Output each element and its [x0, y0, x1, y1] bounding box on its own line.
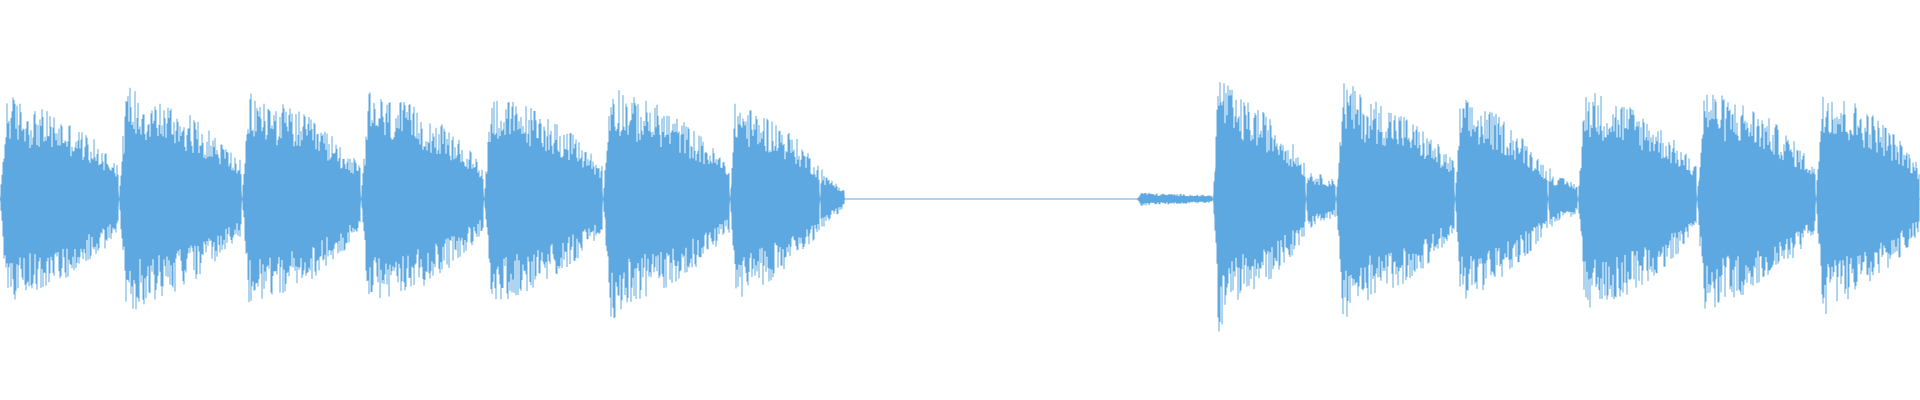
waveform-peaks: [0, 82, 1920, 332]
waveform-body: [0, 126, 1919, 272]
